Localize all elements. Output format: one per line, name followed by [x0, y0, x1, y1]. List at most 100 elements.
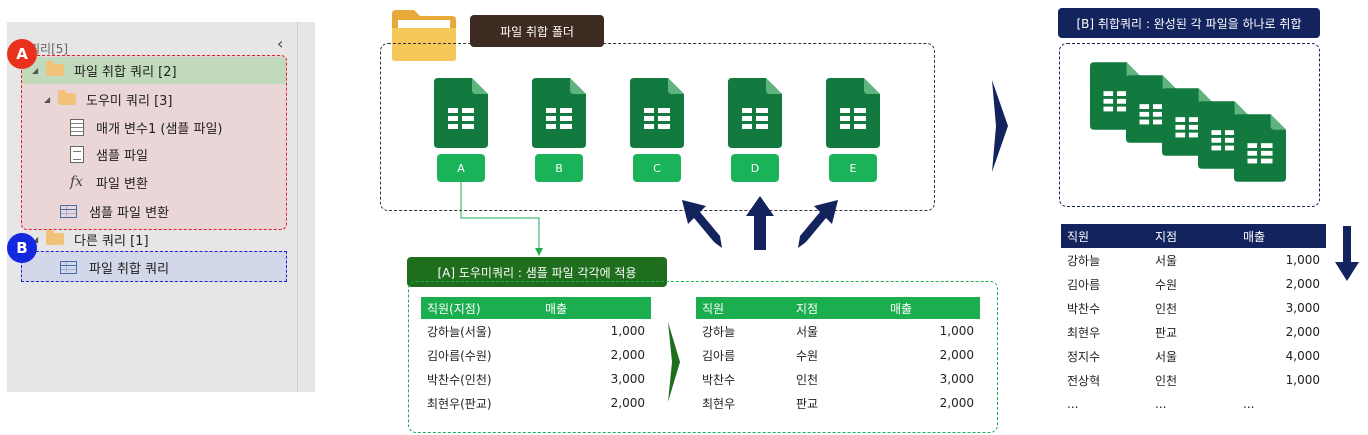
- tree-item-combine-query[interactable]: 파일 취합 쿼리: [60, 254, 169, 280]
- tree-item-other-group[interactable]: ◢ 다른 쿼리 [1]: [32, 226, 149, 252]
- column-header: 지점: [790, 297, 884, 319]
- panel-title: 쿼리[5]: [29, 42, 69, 56]
- expand-triangle-icon[interactable]: ◢: [44, 94, 51, 104]
- tree-item-file-combine-group[interactable]: ◢ 파일 취합 쿼리 [2]: [32, 57, 177, 83]
- column-header: 직원: [1061, 224, 1149, 248]
- cell: 강하늘: [702, 324, 736, 339]
- cell: ...: [1155, 397, 1167, 411]
- cell: 정지수: [1067, 349, 1101, 364]
- cell: 2,000: [1285, 277, 1320, 291]
- tree-item-sample-transform[interactable]: 샘플 파일 변환: [60, 198, 169, 224]
- table-row: 강하늘(서울) 1,000: [421, 319, 651, 343]
- cell: 2,000: [610, 348, 645, 362]
- query-group-a-highlight: [21, 55, 287, 230]
- panel-divider: [297, 22, 298, 392]
- table-row: 최현우 판교 2,000: [696, 391, 980, 415]
- cell: 서울: [1155, 349, 1178, 364]
- table-row: 최현우 판교 2,000: [1061, 320, 1326, 344]
- expand-triangle-icon[interactable]: ◢: [32, 234, 39, 244]
- column-header: 지점: [1149, 224, 1237, 248]
- table-row: 김아름(수원) 2,000: [421, 343, 651, 367]
- folder-icon: [392, 10, 456, 61]
- tree-item-label: 매개 변수1 (샘플 파일): [96, 121, 223, 137]
- cell: 강하늘(서울): [427, 324, 492, 339]
- badge-b: B: [7, 233, 37, 263]
- cell: 1,000: [1285, 373, 1320, 387]
- spreadsheet-file-icon: [1234, 114, 1288, 184]
- file-label-a: A: [437, 154, 485, 182]
- tree-item-sample-file[interactable]: 샘플 파일: [70, 141, 148, 167]
- table-icon: [60, 260, 77, 274]
- file-label-d: D: [731, 154, 779, 182]
- cell: 박찬수(인천): [427, 372, 492, 387]
- cell: 최현우(판교): [427, 396, 492, 411]
- connector-arrow: [460, 180, 543, 256]
- table-row: 최현우(판교) 2,000: [421, 391, 651, 415]
- upload-arrows: [682, 196, 838, 250]
- combine-arrow-icon: [992, 80, 1008, 172]
- cell: 2,000: [1285, 325, 1320, 339]
- tree-item-label: 샘플 파일: [96, 148, 148, 164]
- spreadsheet-file-icon: [630, 78, 684, 148]
- spreadsheet-file-icon: [728, 78, 782, 148]
- tree-item-parameter[interactable]: 매개 변수1 (샘플 파일): [70, 114, 223, 140]
- tree-item-label: 파일 취합 쿼리: [89, 261, 170, 277]
- spreadsheet-file-icon: [826, 78, 880, 148]
- table-row: .........: [1061, 392, 1326, 416]
- collapse-icon[interactable]: ‹: [277, 34, 284, 53]
- cell: 2,000: [939, 396, 974, 410]
- column-header: 매출: [1237, 224, 1326, 248]
- cell: 4,000: [1285, 349, 1320, 363]
- cell: 박찬수: [1067, 301, 1101, 316]
- folder-box: [380, 43, 935, 211]
- selected-query-highlight: [22, 57, 286, 84]
- expand-triangle-icon[interactable]: ◢: [32, 65, 39, 75]
- transform-arrow-icon: [668, 322, 680, 402]
- badge-a: A: [7, 39, 37, 69]
- cell: 강하늘: [1067, 253, 1101, 268]
- folder-label: 파일 취합 폴더: [470, 15, 604, 47]
- tree-item-label: 다른 쿼리 [1]: [74, 233, 149, 249]
- column-header: 매출: [884, 297, 980, 319]
- column-header: 직원: [696, 297, 790, 319]
- cell: 1,000: [610, 324, 645, 338]
- file-label-b: B: [535, 154, 583, 182]
- column-header: 매출: [539, 297, 651, 319]
- cell: 판교: [796, 396, 819, 411]
- cell: 최현우: [1067, 325, 1101, 340]
- cell: 수원: [1155, 277, 1178, 292]
- cell: 1,000: [1285, 253, 1320, 267]
- tree-item-label: 파일 변환: [96, 176, 148, 192]
- cell: 2,000: [610, 396, 645, 410]
- tree-item-transform-function[interactable]: fx 파일 변환: [70, 169, 148, 195]
- tree-item-label: 도우미 쿼리 [3]: [86, 93, 173, 109]
- tree-item-helper-group[interactable]: ◢ 도우미 쿼리 [3]: [44, 86, 172, 112]
- cell: ...: [1067, 397, 1079, 411]
- combine-query-label: [B] 취합쿼리 : 완성된 각 파일을 하나로 취합: [1058, 8, 1320, 38]
- cell: 3,000: [939, 372, 974, 386]
- cell: 3,000: [610, 372, 645, 386]
- cell: 김아름(수원): [427, 348, 492, 363]
- down-arrow-icon: [1335, 226, 1359, 281]
- document-icon: [70, 145, 84, 163]
- tree-item-label: 파일 취합 쿼리 [2]: [74, 64, 177, 80]
- column-header: 직원(지점): [421, 297, 539, 319]
- cell: 김아름: [702, 348, 736, 363]
- file-label-e: E: [829, 154, 877, 182]
- cell: 인천: [1155, 301, 1178, 316]
- folder-icon: [58, 90, 76, 105]
- file-label-c: C: [633, 154, 681, 182]
- cell: 판교: [1155, 325, 1178, 340]
- folder-icon: [46, 61, 64, 76]
- helper-input-table: 직원(지점) 매출 강하늘(서울) 1,000 김아름(수원) 2,000 박찬수(…: [421, 297, 651, 415]
- cell: 최현우: [702, 396, 736, 411]
